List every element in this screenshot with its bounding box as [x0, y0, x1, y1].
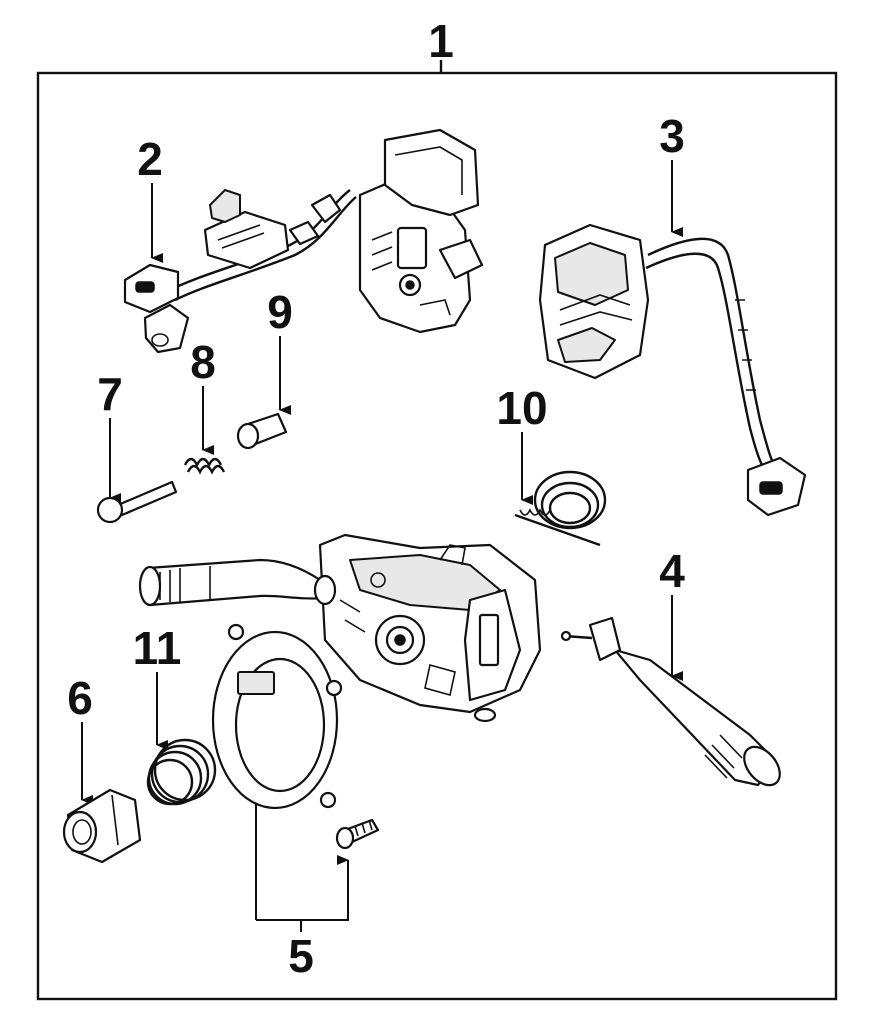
part-5-screw [335, 818, 380, 850]
callout-9: 9 [267, 286, 293, 338]
part-3-switch-harness [538, 223, 807, 517]
assembly-frame [36, 71, 838, 1001]
part-9-bushing [236, 412, 288, 450]
part-10-spring [514, 470, 607, 547]
callout-11: 11 [133, 622, 182, 674]
callout-5: 5 [288, 930, 314, 982]
callout-4: 4 [659, 545, 685, 597]
callout-6: 6 [67, 672, 93, 724]
part-5-ring [211, 623, 343, 810]
callout-3: 3 [659, 110, 685, 162]
callout-10: 10 [496, 382, 547, 434]
part-switch-body-upper [358, 128, 484, 334]
part-left-lever [138, 558, 337, 607]
part-11-spring [146, 738, 217, 806]
part-8-spring [183, 457, 226, 475]
part-2-harness [123, 189, 357, 354]
callout-8: 8 [190, 336, 216, 388]
part-combination-switch [318, 533, 542, 723]
callout-2: 2 [137, 133, 163, 185]
part-6-cap [62, 788, 142, 864]
part-7-pin [96, 480, 178, 524]
callout-1: 1 [428, 15, 454, 67]
part-4-lever [560, 616, 781, 787]
callout-7: 7 [97, 368, 123, 420]
